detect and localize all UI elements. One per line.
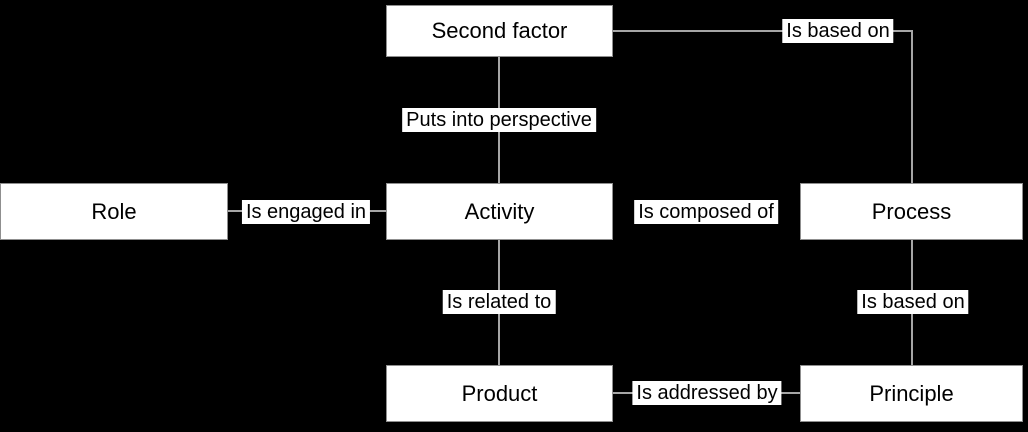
edge-label-is-related-to: Is related to bbox=[442, 290, 556, 314]
node-role: Role bbox=[0, 183, 228, 240]
edge-label-is-addressed-by: Is addressed by bbox=[632, 381, 782, 405]
node-product: Product bbox=[386, 365, 613, 422]
connector-secondfactor-process-horizontal bbox=[613, 30, 913, 32]
node-activity: Activity bbox=[386, 183, 613, 240]
edge-label-is-based-on-top: Is based on bbox=[782, 19, 894, 43]
edge-label-is-based-on-right: Is based on bbox=[857, 290, 969, 314]
node-process: Process bbox=[800, 183, 1023, 240]
node-second-factor: Second factor bbox=[386, 5, 613, 57]
edge-label-puts-into-perspective: Puts into perspective bbox=[402, 108, 596, 132]
connector-secondfactor-process-vertical bbox=[911, 30, 913, 183]
node-principle: Principle bbox=[800, 365, 1023, 422]
edge-label-is-composed-of: Is composed of bbox=[634, 200, 778, 224]
edge-label-is-engaged-in: Is engaged in bbox=[241, 200, 371, 224]
